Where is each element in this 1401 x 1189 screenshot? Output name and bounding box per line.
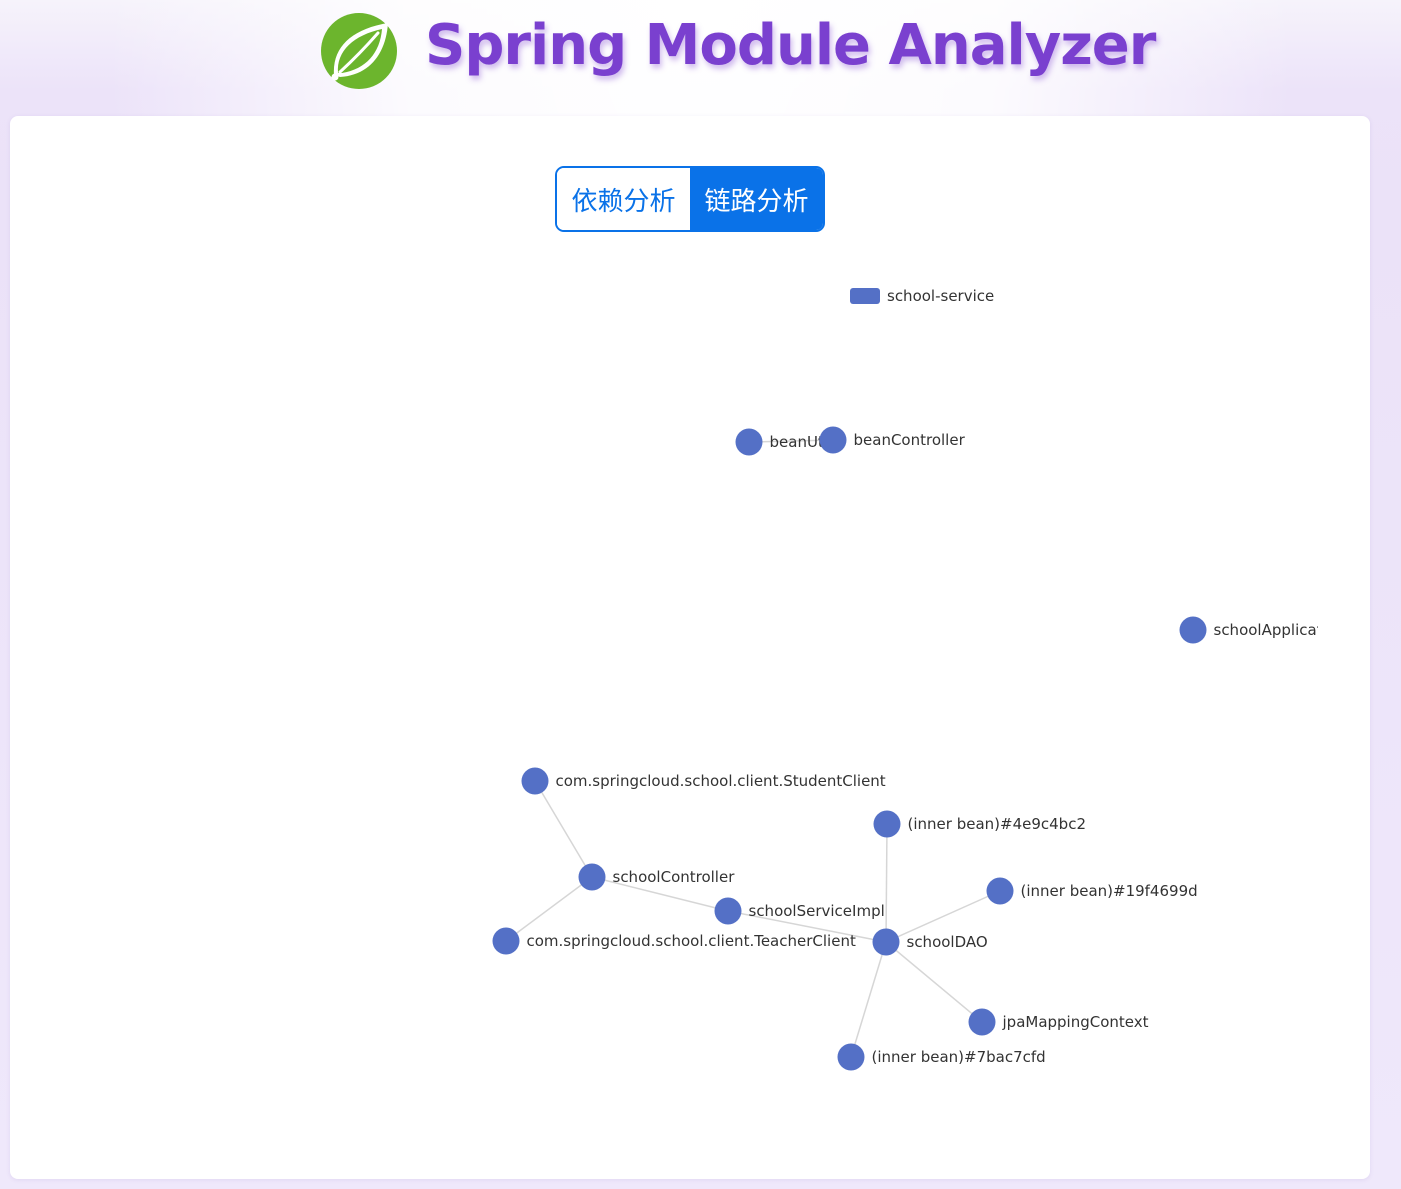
spring-leaf-icon (321, 13, 397, 89)
node-circle[interactable] (837, 1043, 865, 1071)
node-label: (inner bean)#4e9c4bc2 (908, 815, 1086, 833)
node-label: beanUtil (770, 433, 833, 451)
node-label: schoolController (613, 868, 736, 886)
graph-node-schoolServiceImpl[interactable]: schoolServiceImpl (714, 897, 885, 925)
node-label: schoolApplicat (1214, 621, 1323, 639)
node-circle[interactable] (968, 1008, 996, 1036)
tab-chain-analysis[interactable]: 链路分析 (690, 168, 823, 230)
node-circle[interactable] (1179, 616, 1207, 644)
node-label: com.springcloud.school.client.TeacherCli… (527, 932, 856, 950)
node-label: jpaMappingContext (1002, 1013, 1149, 1031)
legend-swatch[interactable] (850, 288, 880, 304)
app-title: Spring Module Analyzer (425, 13, 1156, 78)
node-label: beanController (854, 431, 966, 449)
graph-node-schoolApplicat[interactable]: schoolApplicat (1179, 616, 1323, 644)
main-panel (10, 116, 1370, 1179)
node-label: (inner bean)#19f4699d (1021, 882, 1198, 900)
graph-node-teacherClient[interactable]: com.springcloud.school.client.TeacherCli… (492, 927, 856, 955)
node-label: schoolDAO (907, 933, 988, 951)
graph-node-innerBean19f[interactable]: (inner bean)#19f4699d (986, 877, 1198, 905)
graph-node-beanUtil[interactable]: beanUtil (735, 428, 833, 456)
graph-node-innerBean7ba[interactable]: (inner bean)#7bac7cfd (837, 1043, 1046, 1071)
graph-node-jpaMappingContext[interactable]: jpaMappingContext (968, 1008, 1149, 1036)
graph-node-studentClient[interactable]: com.springcloud.school.client.StudentCli… (521, 767, 886, 795)
node-circle[interactable] (873, 810, 901, 838)
tab-dependency-analysis[interactable]: 依赖分析 (557, 168, 690, 230)
node-circle[interactable] (819, 426, 847, 454)
node-label: com.springcloud.school.client.StudentCli… (556, 772, 886, 790)
graph-node-beanController[interactable]: beanController (819, 426, 966, 454)
node-circle[interactable] (521, 767, 549, 795)
node-circle[interactable] (872, 928, 900, 956)
node-circle[interactable] (714, 897, 742, 925)
graph-node-innerBean4e9[interactable]: (inner bean)#4e9c4bc2 (873, 810, 1086, 838)
graph-node-schoolDAO[interactable]: schoolDAO (872, 928, 988, 956)
graph-node-schoolController[interactable]: schoolController (578, 863, 736, 891)
node-circle[interactable] (986, 877, 1014, 905)
analysis-mode-switch: 依赖分析 链路分析 (555, 166, 825, 232)
graph-nodes: beanUtil beanController schoolApplicat com.… (492, 426, 1323, 1071)
app-header: Spring Module Analyzer (0, 0, 1401, 100)
node-circle[interactable] (492, 927, 520, 955)
node-label: schoolServiceImpl (749, 902, 885, 920)
node-circle[interactable] (735, 428, 763, 456)
node-label: (inner bean)#7bac7cfd (872, 1048, 1046, 1066)
node-circle[interactable] (578, 863, 606, 891)
